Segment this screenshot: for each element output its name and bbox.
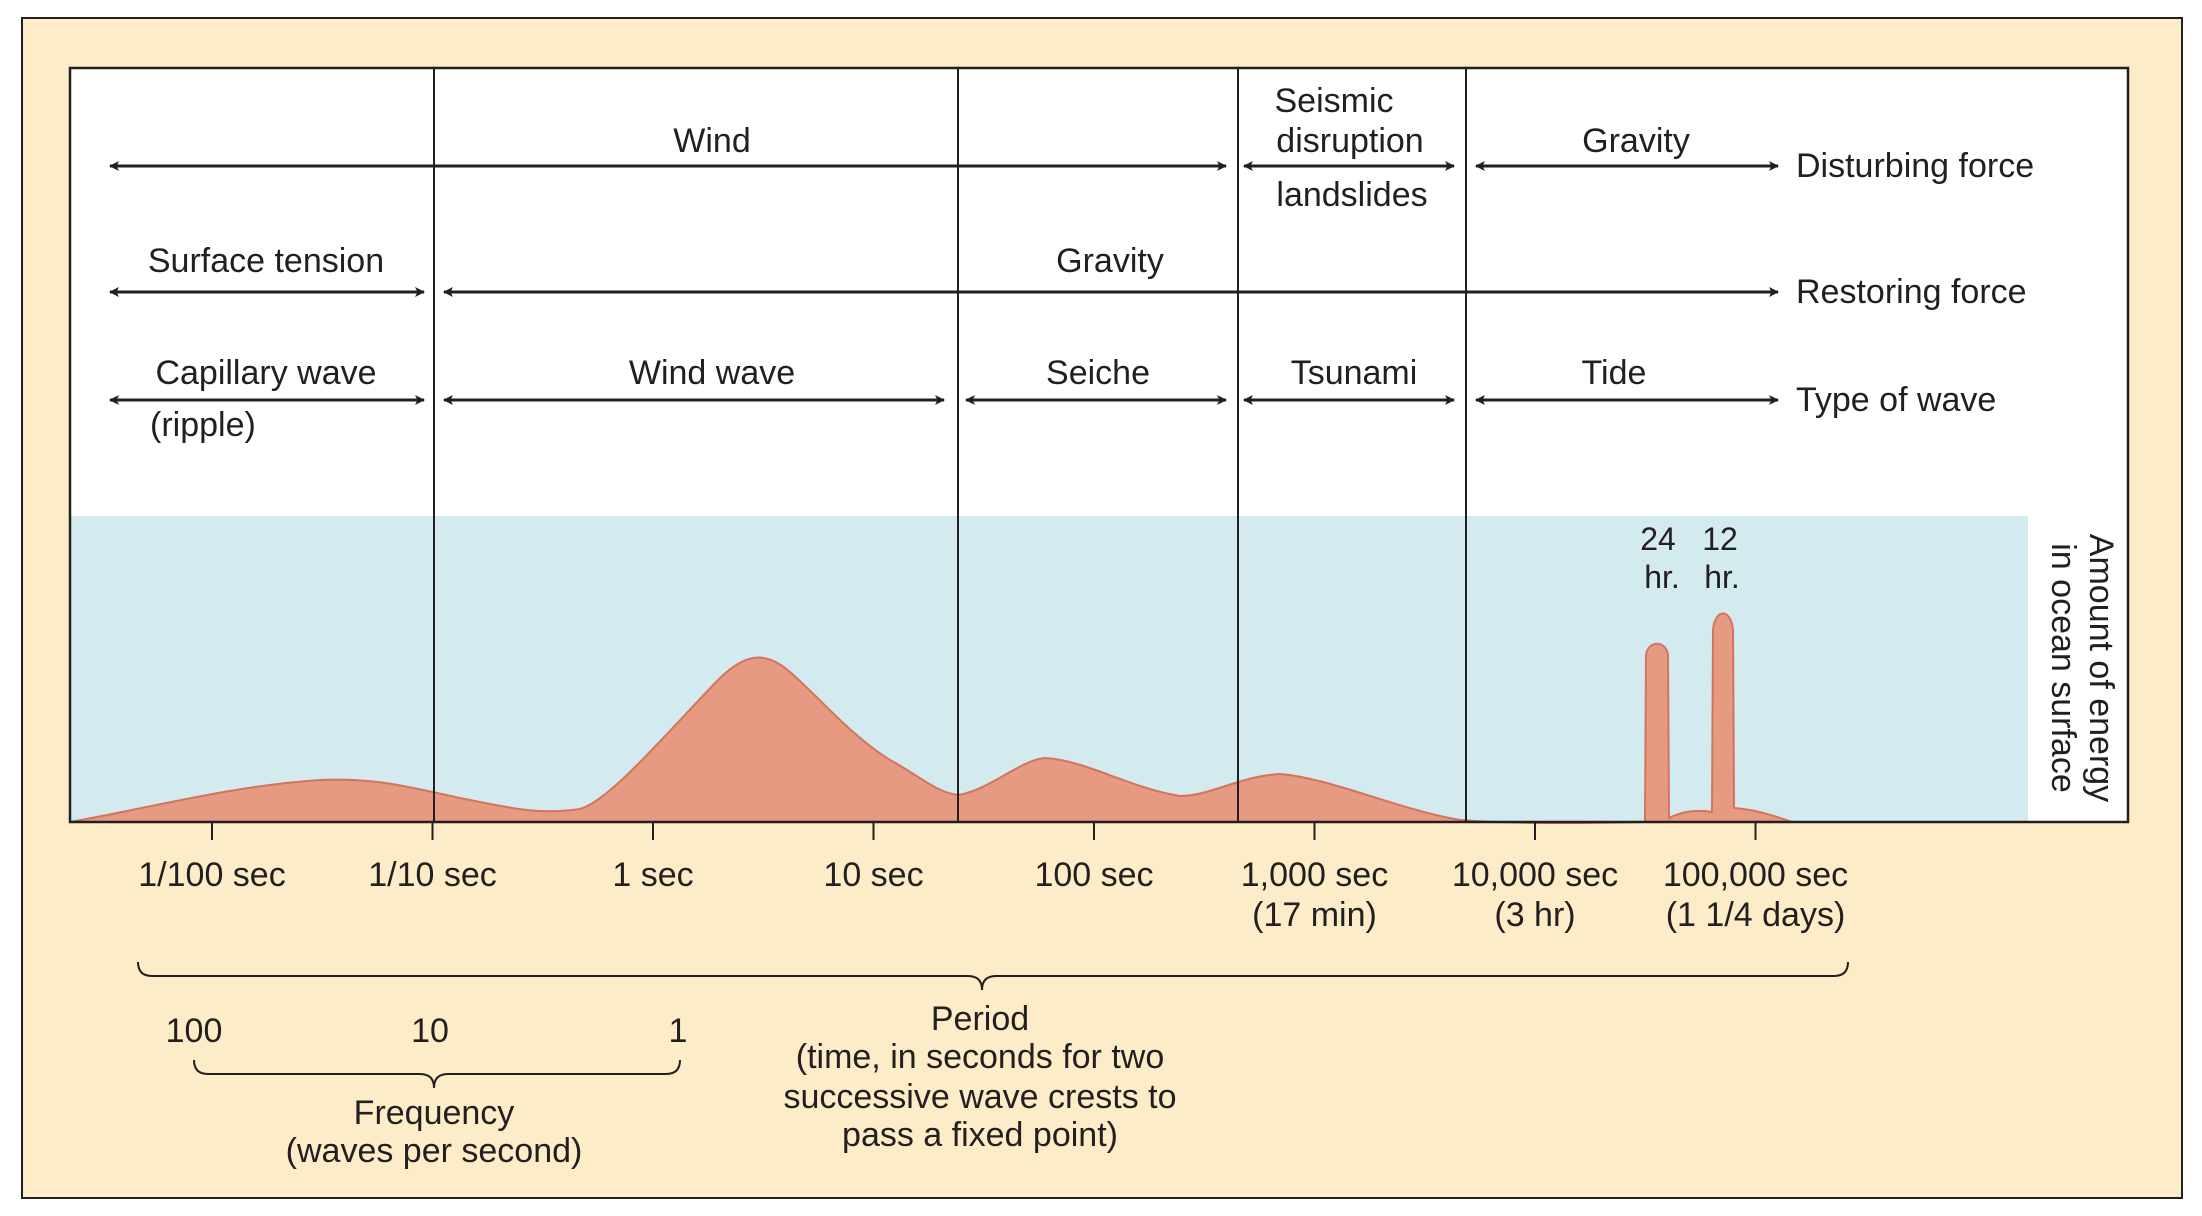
plot-border: [68, 66, 2130, 824]
row-label-disturbing-force: Disturbing force: [1796, 147, 2034, 185]
period-caption-4: pass a fixed point): [842, 1116, 1118, 1154]
peak-12-line2: hr.: [1704, 559, 1740, 595]
label-gravity-disturbing: Gravity: [1582, 122, 1690, 160]
period-tick-sublabel: (1 1/4 days): [1666, 896, 1846, 934]
period-tick-sublabel: (17 min): [1252, 896, 1377, 934]
period-axis: 1/100 sec 1/10 sec 1 sec 10 sec 100 sec 1,000…: [138, 822, 1848, 934]
period-caption-2: (time, in seconds for two: [796, 1038, 1164, 1076]
period-tick-label: 10,000 sec: [1452, 856, 1618, 894]
period-tick-label: 1 sec: [612, 856, 693, 894]
peak-24-line1: 24: [1640, 521, 1676, 557]
label-gravity-restoring: Gravity: [1056, 242, 1164, 280]
period-tick-label: 100 sec: [1034, 856, 1153, 894]
label-seismic-3: landslides: [1276, 176, 1427, 214]
label-tsunami: Tsunami: [1291, 354, 1418, 392]
frequency-tick-1: 1: [669, 1012, 688, 1050]
peak-12-line1: 12: [1702, 521, 1738, 557]
frequency-caption-1: Frequency: [354, 1094, 515, 1132]
frequency-caption-2: (waves per second): [286, 1132, 583, 1170]
period-tick-label: 1,000 sec: [1241, 856, 1388, 894]
frequency-tick-10: 10: [411, 1012, 449, 1050]
label-seiche: Seiche: [1046, 354, 1150, 392]
row-label-type-of-wave: Type of wave: [1796, 381, 1996, 419]
svg-text:in ocean surface: in ocean surface: [2044, 543, 2082, 793]
label-seismic-1: Seismic: [1274, 82, 1393, 120]
period-brace: [137, 961, 1849, 991]
label-capillary-2: (ripple): [150, 406, 256, 444]
label-wind: Wind: [673, 122, 750, 160]
period-tick-label: 10 sec: [823, 856, 923, 894]
period-caption-1: Period: [931, 1000, 1029, 1038]
peak-24-line2: hr.: [1644, 559, 1680, 595]
energy-axis-label: Amount of energy in ocean surface: [2044, 534, 2120, 802]
label-wind-wave: Wind wave: [629, 354, 795, 392]
period-tick-label: 1/10 sec: [368, 856, 497, 894]
energy-spectrum-curve: [69, 612, 1793, 825]
frequency-brace: [193, 1059, 681, 1089]
svg-text:Amount of energy: Amount of energy: [2082, 534, 2120, 802]
period-tick-label: 1/100 sec: [138, 856, 285, 894]
row-label-restoring-force: Restoring force: [1796, 273, 2027, 311]
period-tick-label: 100,000 sec: [1663, 856, 1848, 894]
label-surface-tension: Surface tension: [148, 242, 384, 280]
period-tick-sublabel: (3 hr): [1494, 896, 1575, 934]
label-seismic-2: disruption: [1276, 122, 1423, 160]
frequency-tick-100: 100: [166, 1012, 223, 1050]
label-capillary-1: Capillary wave: [155, 354, 376, 392]
period-caption-3: successive wave crests to: [783, 1078, 1176, 1116]
label-tide: Tide: [1582, 354, 1647, 392]
